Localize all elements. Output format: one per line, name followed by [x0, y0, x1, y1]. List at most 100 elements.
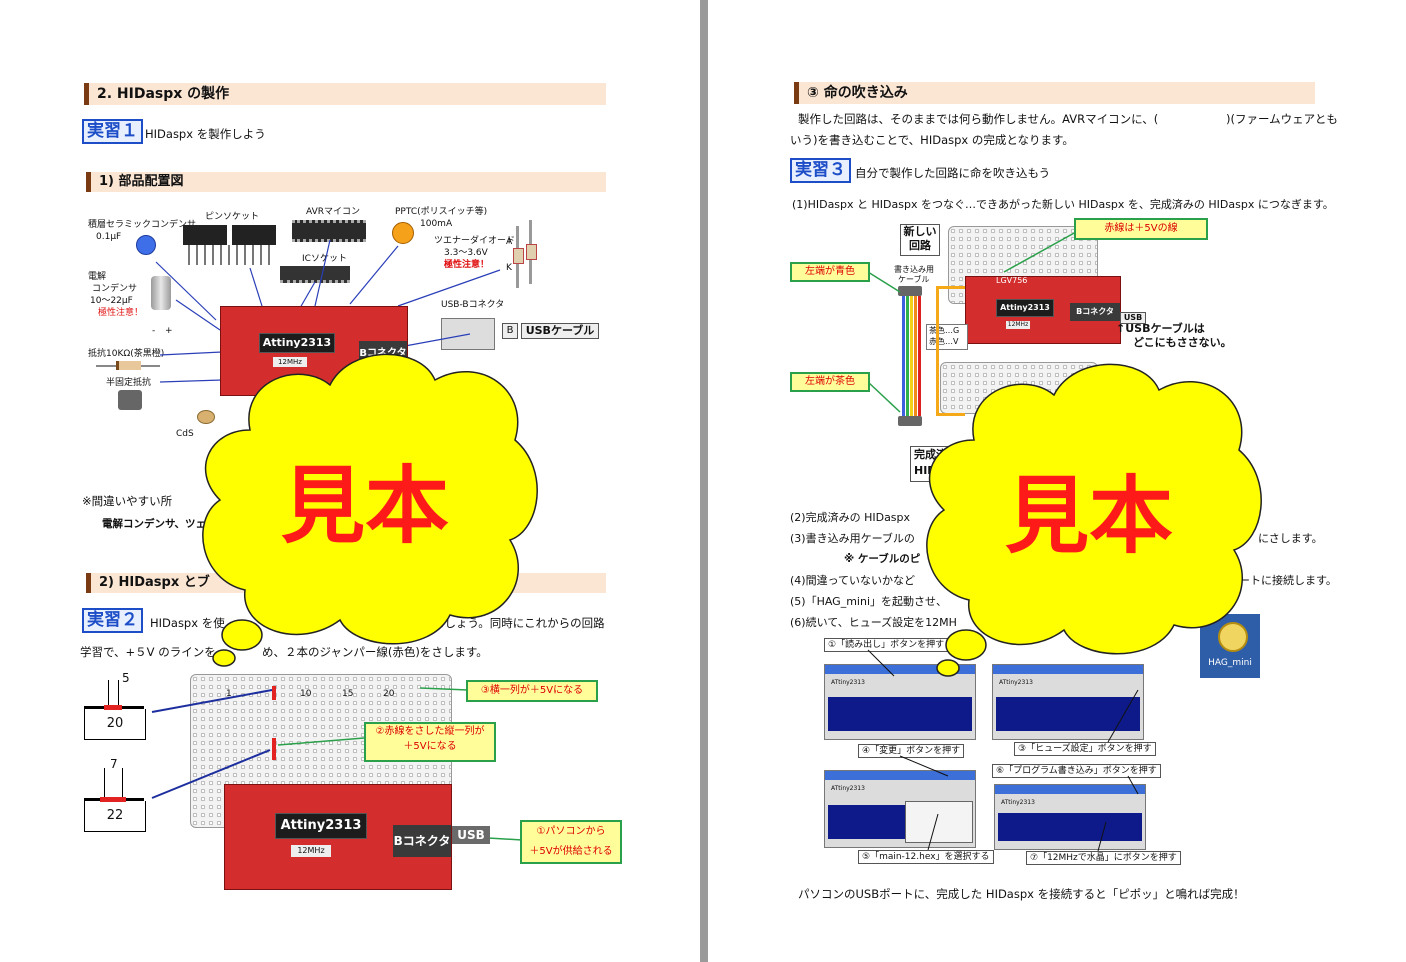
- ribbon-yellow: [910, 296, 913, 416]
- label-electrolytic-2: コンデンサ: [92, 284, 138, 294]
- sample-stamp-right: 見本: [926, 363, 1262, 677]
- label-electrolytic-3: 10～22μF: [90, 296, 133, 306]
- pcb-new-chip: Attiny2313: [996, 299, 1054, 317]
- sample-stamp-left-text: 見本: [281, 457, 449, 555]
- pin-legs-icon: [188, 245, 272, 265]
- zener-body-icon-2: [526, 244, 537, 260]
- label-plus: +: [165, 326, 173, 336]
- usb-cable-label: USBケーブル: [521, 323, 599, 339]
- label-resistor: 抵抗10KΩ(茶黒橙): [88, 349, 165, 359]
- file-dialog: [905, 801, 973, 843]
- pcb-1-chip: Attiny2313: [259, 333, 335, 353]
- step-4b: ポートに接続します。: [1228, 574, 1337, 587]
- caption-change-button: ④「変更」ボタンを押す: [858, 744, 965, 758]
- callout-red-5v: 赤線は＋5Vの線: [1074, 218, 1208, 240]
- step-3c: ※ ケーブルのピ: [844, 553, 921, 565]
- pcb-new-usb: USB: [1120, 312, 1146, 324]
- board-col-10: 10: [300, 689, 312, 699]
- callout-left-blue: 左端が青色: [790, 262, 870, 282]
- trimmer-icon: [118, 390, 142, 410]
- screenshot-read-title: ATtiny2313: [831, 679, 865, 686]
- screenshot-change: ATtiny2313: [824, 770, 976, 848]
- jumper-1-leg-right: [118, 680, 119, 706]
- sample-stamp-left: 見本: [202, 353, 538, 667]
- screenshot-change-title: ATtiny2313: [831, 785, 865, 792]
- ribbon-orange: [914, 296, 917, 416]
- wire-g-label: 茶色…G: [929, 326, 960, 335]
- caption-12mhz-button: ⑦「12MHzで水晶」にボタンを押す: [1026, 851, 1181, 865]
- caption-fuse-button: ③「ヒューズ設定」ボタンを押す: [1014, 742, 1156, 756]
- label-electrolytic-note: 極性注意！: [98, 308, 144, 318]
- jumper-1-insulation: [104, 705, 122, 710]
- jumper-2-top-size: 7: [110, 757, 118, 771]
- note-mistakes-detail: 電解コンデンサ、ツェ: [102, 518, 207, 530]
- label-ptc-value: 100mA: [420, 219, 453, 229]
- orange-wire-loop: [936, 286, 965, 416]
- caption-select-hex: ⑤「main-12.hex」を選択する: [858, 850, 994, 864]
- right-page: ③ 命の吹き込み 製作した回路は、そのままでは何ら動作しません。AVRマイコンに…: [708, 0, 1406, 962]
- screenshot-program-log: [998, 813, 1142, 841]
- ptc-icon: [392, 222, 414, 244]
- hag-mini-icon: [1218, 622, 1248, 652]
- label-electrolytic-1: 電解: [88, 272, 107, 282]
- label-ceramic-capacitor: 積層セラミックコンデンサ: [88, 220, 197, 230]
- callout-column-5v-line1: ②赤線をさした縦一列が: [375, 726, 485, 737]
- label-zener: ツエナーダイオード: [434, 236, 516, 246]
- label-zener-value: 3.3～3.6V: [444, 248, 488, 258]
- pcb-new-crystal: 12MHz: [1006, 321, 1030, 329]
- pcb-2-connector: Bコネクタ: [393, 825, 451, 857]
- new-circuit-line1: 新しい: [903, 225, 937, 238]
- step-3a: (3)書き込み用ケーブルの: [790, 532, 915, 545]
- jumper-1-leg-left: [108, 680, 109, 706]
- jumper-red-mid: [272, 738, 276, 760]
- hag-mini-label: HAG_mini: [1208, 658, 1252, 668]
- board-col-1: 1: [226, 689, 232, 699]
- label-cathode: K: [506, 263, 512, 273]
- resistor-icon: [116, 361, 141, 370]
- section-title-2: 2. HIDaspx の製作: [84, 83, 606, 105]
- wire-v-label: 赤色…V: [929, 337, 959, 346]
- step-3b: にさします。: [1258, 532, 1323, 545]
- label-zener-note: 極性注意！: [444, 260, 490, 270]
- subsection-parts-layout: 1) 部品配置図: [86, 172, 606, 192]
- avr-chip-icon: [292, 220, 366, 242]
- label-pin-socket: ピンソケット: [205, 212, 260, 222]
- usb-b-plug-label: B: [502, 323, 518, 339]
- step-4a: (4)間違っていないかなど: [790, 574, 916, 587]
- jumper-1-top-size: 5: [122, 671, 130, 685]
- ribbon-green: [906, 296, 909, 416]
- pcb-new-connector: Bコネクタ: [1070, 303, 1120, 321]
- callout-pc-5v: ①パソコンから ＋5Vが供給される: [520, 820, 622, 864]
- write-cable-label: 書き込み用: [894, 265, 934, 274]
- usb-plug-label: USB: [452, 826, 490, 844]
- para-1a: 製作した回路は、そのままでは何ら動作しません。AVRマイコンに、(: [798, 112, 1159, 126]
- ribbon-blue: [902, 296, 905, 416]
- label-ceramic-value: 0.1μF: [96, 232, 122, 242]
- label-usb-b: USB-Bコネクタ: [441, 300, 505, 310]
- label-minus: -: [152, 326, 156, 336]
- zener-body-icon: [513, 248, 524, 264]
- exercise-2-text-2b: め、２本のジャンパー線(赤色)をさします。: [262, 645, 488, 659]
- pin-socket-icon: [183, 225, 227, 245]
- board-col-20: 20: [383, 689, 395, 699]
- pcb-board-2: Attiny2313 12MHz Bコネクタ: [224, 784, 452, 890]
- usb-note-2: どこにもささない。: [1133, 336, 1232, 349]
- callout-column-5v: ②赤線をさした縦一列が ＋5Vになる: [364, 722, 496, 762]
- para-1b: )(ファームウェアとも: [1226, 112, 1338, 126]
- screenshot-read-titlebar: [825, 665, 975, 674]
- screenshot-read: ATtiny2313: [824, 664, 976, 740]
- final-message: パソコンのUSBポートに、完成した HIDaspx を接続すると「ピポッ」と鳴れ…: [798, 887, 1245, 901]
- exercise-2-badge: 実習２: [82, 608, 143, 633]
- usb-note-1: ↑USBケーブルは: [1116, 322, 1205, 335]
- jumper-2-leg-right: [122, 768, 123, 798]
- screenshot-program: ATtiny2313: [994, 784, 1146, 850]
- exercise-3-text: 自分で製作した回路に命を吹き込もう: [855, 166, 1051, 180]
- page-gutter: [700, 0, 708, 962]
- pin-socket-icon-2: [232, 225, 276, 245]
- callout-pc-5v-line2: ＋5Vが供給される: [529, 846, 613, 857]
- pcb-new: LGV756 Attiny2313 12MHz Bコネクタ: [965, 276, 1121, 344]
- breadboard-arrows: [151, 687, 523, 841]
- step-6: (6)続いて、ヒューズ設定を12MH: [790, 616, 957, 629]
- exercise-1-badge: 実習１: [82, 119, 143, 144]
- exercise-2-text-1: HIDaspx を使: [150, 616, 225, 630]
